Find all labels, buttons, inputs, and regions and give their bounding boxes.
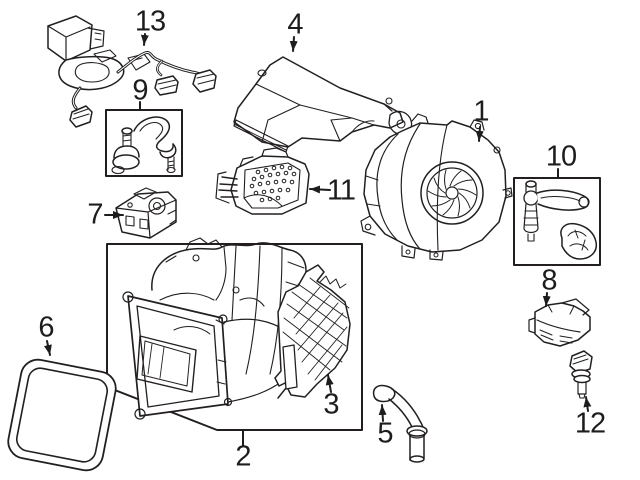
callout-9[interactable]: 9	[132, 74, 148, 107]
callout-11-arrow	[309, 185, 331, 194]
callout-8[interactable]: 8	[541, 264, 557, 297]
seal-gasket-part	[7, 358, 117, 472]
callout-1-arrow	[475, 126, 484, 142]
wire-harness-part	[47, 15, 217, 128]
duct-cover-part	[233, 56, 413, 153]
control-module-part	[528, 298, 591, 347]
callout-3-arrow	[325, 374, 334, 393]
callout-10[interactable]: 10	[545, 140, 577, 173]
callout-2[interactable]: 2	[235, 440, 251, 473]
callout-4[interactable]: 4	[287, 8, 303, 41]
blower-resistor-part	[215, 147, 310, 215]
lattice-panel-part	[274, 264, 351, 398]
callout-13[interactable]: 13	[134, 5, 166, 38]
callout-8-arrow	[542, 292, 551, 307]
callout-11[interactable]: 11	[326, 174, 356, 207]
callout-3[interactable]: 3	[323, 388, 339, 421]
callout-12[interactable]: 12	[574, 407, 606, 440]
drain-hose-part	[372, 384, 428, 463]
blower-assembly-part	[360, 113, 513, 261]
mode-link-kit-box	[105, 109, 183, 177]
callout-12-arrow	[583, 396, 592, 412]
callout-6-arrow	[43, 340, 52, 356]
temp-sensor-part	[569, 350, 593, 399]
callout-6[interactable]: 6	[38, 311, 54, 344]
callout-1[interactable]: 1	[473, 95, 489, 128]
callout-13-arrow	[140, 33, 149, 46]
actuator-motor-part	[115, 187, 177, 239]
heater-housing-part	[122, 237, 307, 420]
control-arm-kit-box	[513, 177, 601, 266]
callout-7[interactable]: 7	[87, 198, 103, 231]
callout-5-arrow	[378, 404, 387, 422]
callout-5[interactable]: 5	[377, 417, 393, 450]
callout-4-arrow	[289, 36, 298, 52]
callout-leaders	[43, 33, 592, 447]
